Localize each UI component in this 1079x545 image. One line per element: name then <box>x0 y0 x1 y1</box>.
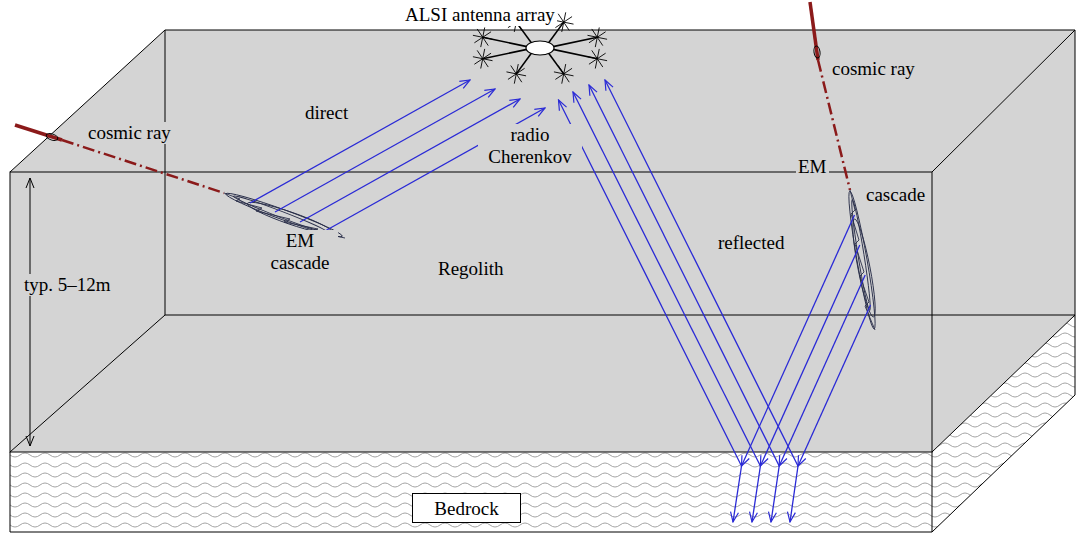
cascade-shower <box>849 199 872 311</box>
layer-label: Regolith <box>436 258 505 280</box>
antenna-element <box>511 66 517 74</box>
box-edge <box>10 30 165 172</box>
antenna-element <box>474 37 482 43</box>
antenna-hub <box>526 41 554 55</box>
box-edge <box>10 315 165 452</box>
transmitted-ray <box>733 466 742 522</box>
box-edges <box>10 30 1075 532</box>
antenna-element <box>564 74 570 82</box>
regolith-top-face <box>10 30 1075 172</box>
cosmic-ray-track <box>62 140 224 193</box>
box-edge <box>1075 30 1076 395</box>
antenna-element <box>597 59 603 67</box>
antenna-spoke <box>483 49 528 59</box>
ray-label: radio Cherenkov <box>478 124 582 168</box>
box-edge <box>165 30 1075 31</box>
antenna-element <box>483 53 491 59</box>
antenna-element <box>483 59 489 67</box>
node-text: Bedrock <box>413 498 520 520</box>
antenna-element <box>558 66 564 74</box>
antenna-element <box>508 74 516 80</box>
box-edge <box>10 452 11 532</box>
cascade-label: EM <box>796 156 829 178</box>
radio-ray <box>779 275 865 466</box>
reflected-radio-rays <box>559 80 871 522</box>
antenna-element <box>564 68 572 74</box>
radio-ray <box>589 85 779 466</box>
box-edge <box>10 172 932 452</box>
antenna-element <box>592 29 598 37</box>
box-edge <box>165 315 1075 316</box>
particle-label: cosmic ray <box>86 122 173 144</box>
antenna-element <box>564 17 572 23</box>
transmitted-ray <box>771 466 779 522</box>
box-edge <box>10 532 932 533</box>
antenna-element <box>483 37 489 45</box>
antenna-spoke <box>548 52 564 73</box>
cascade-label: cascade <box>864 184 927 206</box>
antenna-element <box>589 37 597 43</box>
box-edge <box>932 452 933 532</box>
box-edge <box>932 395 1075 532</box>
transmitted-ray <box>790 466 798 522</box>
antenna-element <box>483 32 491 38</box>
cosmic-ray-particle <box>813 46 821 59</box>
ray-label: direct <box>303 102 350 124</box>
box-edge <box>932 30 1075 172</box>
antenna-element <box>592 50 598 58</box>
bedrock-front-ground <box>10 452 932 532</box>
particle-label: cosmic ray <box>830 58 917 80</box>
dimension-label: typ. 5–12m <box>22 274 113 296</box>
radio-ray <box>605 80 798 466</box>
bedrock-side-ground <box>932 315 1075 532</box>
antenna-element <box>474 59 482 65</box>
depth-dimension-arrow <box>30 178 31 446</box>
radio-ray <box>573 92 760 466</box>
antenna-element <box>516 68 524 74</box>
antenna-element <box>558 14 564 22</box>
ray-label: reflected <box>716 232 786 254</box>
radio-ray <box>275 89 495 212</box>
array-label: ALSI antenna array <box>403 4 557 26</box>
cosmic-ray-particle <box>45 132 58 141</box>
cascade-label: EM cascade <box>262 230 338 274</box>
antenna-element <box>477 50 483 58</box>
bedrock-box: Bedrock <box>412 493 521 523</box>
antenna-element <box>477 29 483 37</box>
bedrock-front-texture <box>10 452 932 532</box>
bedrock-side-texture <box>932 315 1075 532</box>
antenna-element <box>589 59 597 65</box>
antenna-element <box>516 74 522 82</box>
antenna-element <box>597 32 605 38</box>
radio-ray <box>798 305 871 466</box>
antenna-spoke <box>516 52 532 73</box>
radio-ray <box>559 100 742 466</box>
transmitted-ray <box>752 466 760 522</box>
antenna-spoke <box>552 49 597 59</box>
regolith-front-face <box>10 172 932 452</box>
antenna-spoke <box>483 37 528 47</box>
radio-ray <box>760 245 859 466</box>
antenna-element <box>564 22 570 30</box>
antenna-spoke <box>552 37 597 47</box>
antenna-element <box>597 37 603 45</box>
cosmic-ray-track <box>15 125 62 140</box>
radio-ray <box>250 80 470 203</box>
box-edge <box>932 315 1075 452</box>
antenna-element <box>555 74 563 80</box>
antenna-element <box>597 53 605 59</box>
